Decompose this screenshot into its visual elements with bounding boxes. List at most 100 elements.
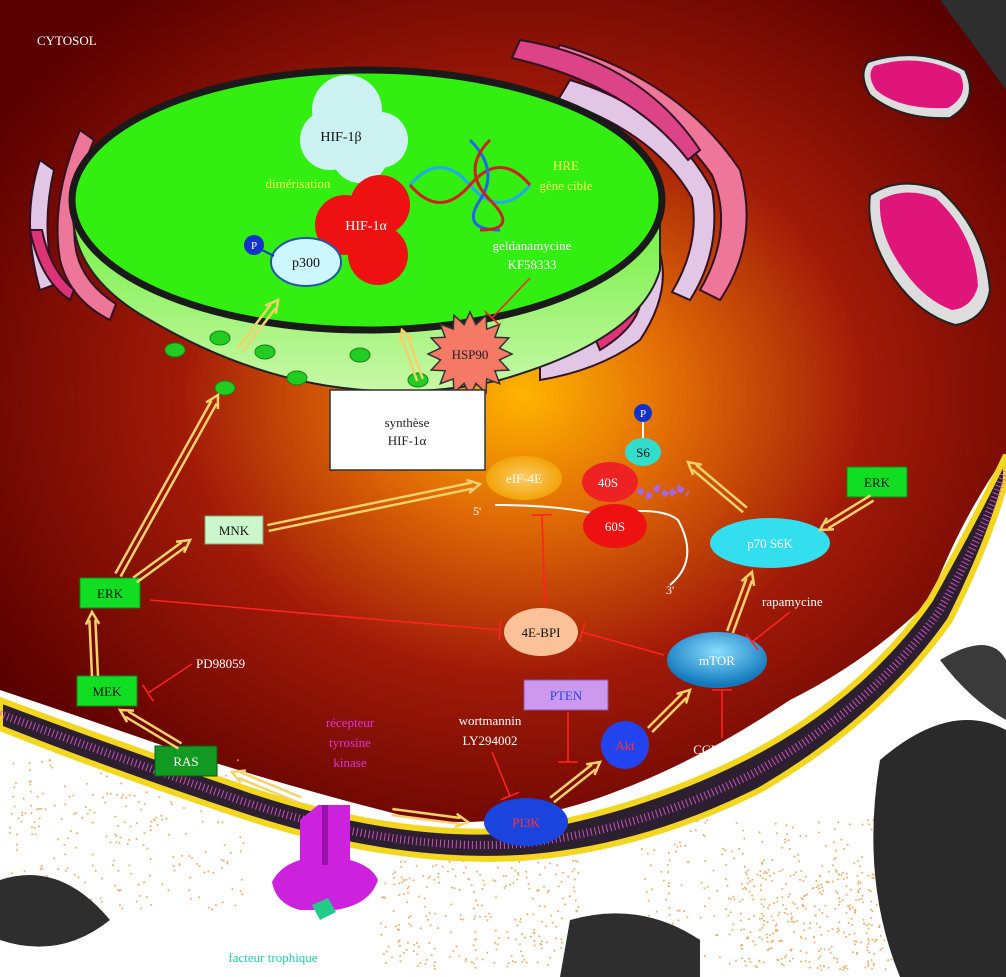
speckle-dot bbox=[796, 907, 799, 909]
mnk-label: MNK bbox=[219, 523, 250, 538]
speckle-dot bbox=[771, 859, 774, 861]
speckle-dot bbox=[117, 869, 120, 872]
speckle-dot bbox=[393, 883, 396, 886]
speckle-dot bbox=[400, 881, 403, 884]
speckle-dot bbox=[668, 859, 671, 862]
speckle-dot bbox=[775, 923, 778, 926]
speckle-dot bbox=[660, 870, 663, 873]
three-prime-label: 3' bbox=[666, 583, 674, 597]
p70s6k-label: p70 S6K bbox=[747, 536, 793, 551]
speckle-dot bbox=[798, 860, 801, 863]
speckle-dot bbox=[128, 864, 131, 867]
speckle-dot bbox=[644, 878, 647, 881]
speckle-dot bbox=[572, 859, 575, 862]
speckle-dot bbox=[540, 940, 543, 943]
synthesis-label-1: synthèse bbox=[385, 415, 430, 430]
speckle-dot bbox=[724, 849, 727, 852]
speckle-dot bbox=[403, 893, 405, 896]
speckle-dot bbox=[49, 764, 52, 767]
speckle-dot bbox=[785, 824, 788, 827]
speckle-dot bbox=[833, 828, 836, 831]
speckle-dot bbox=[399, 960, 402, 963]
speckle-dot bbox=[525, 870, 528, 873]
speckle-dot bbox=[787, 839, 790, 842]
speckle-dot bbox=[817, 821, 820, 824]
speckle-dot bbox=[415, 942, 418, 944]
speckle-dot bbox=[139, 907, 142, 910]
speckle-dot bbox=[540, 943, 543, 946]
speckle-dot bbox=[531, 897, 534, 900]
speckle-dot bbox=[853, 940, 856, 942]
speckle-dot bbox=[167, 833, 170, 836]
speckle-dot bbox=[464, 960, 467, 963]
hif1b-label: HIF-1β bbox=[320, 130, 361, 145]
speckle-dot bbox=[863, 923, 866, 925]
speckle-dot bbox=[150, 820, 153, 823]
speckle-dot bbox=[667, 852, 670, 854]
speckle-dot bbox=[790, 948, 793, 951]
speckle-dot bbox=[676, 845, 679, 848]
s6-phospho bbox=[634, 404, 652, 422]
speckle-dot bbox=[699, 916, 702, 919]
speckle-dot bbox=[851, 906, 854, 909]
speckle-dot bbox=[128, 838, 131, 841]
speckle-dot bbox=[803, 922, 806, 925]
speckle-dot bbox=[574, 859, 577, 862]
arrow-erk-right-to-p70-line-b bbox=[827, 499, 875, 530]
speckle-dot bbox=[791, 901, 794, 904]
arrow-receptor-to-pi3k-head bbox=[454, 812, 471, 829]
speckle-dot bbox=[770, 879, 773, 882]
speckle-dot bbox=[398, 923, 400, 926]
speckle-dot bbox=[804, 959, 807, 962]
speckle-dot bbox=[845, 893, 848, 896]
speckle-dot bbox=[860, 856, 863, 859]
speckle-dot bbox=[241, 893, 244, 895]
ribosome-60s-node bbox=[583, 504, 647, 548]
speckle-dot bbox=[148, 874, 151, 877]
speckle-dot bbox=[475, 938, 477, 940]
speckle-dot bbox=[496, 943, 499, 946]
speckle-dot bbox=[514, 918, 517, 921]
speckle-dot bbox=[754, 965, 757, 968]
speckle-dot bbox=[191, 856, 194, 859]
speckle-dot bbox=[730, 898, 733, 900]
speckle-dot bbox=[865, 924, 868, 927]
inhibit-bp1-to-eif4e bbox=[541, 514, 546, 606]
speckle-dot bbox=[819, 955, 822, 958]
speckle-dot bbox=[773, 872, 776, 875]
speckle-dot bbox=[825, 844, 828, 847]
speckle-dot bbox=[562, 871, 565, 874]
speckle-dot bbox=[843, 848, 846, 851]
speckle-dot bbox=[453, 887, 456, 890]
speckle-dot bbox=[870, 908, 872, 911]
speckle-dot bbox=[413, 943, 416, 946]
speckle-dot bbox=[511, 960, 514, 963]
speckle-dot bbox=[841, 899, 844, 902]
speckle-dot bbox=[105, 775, 108, 778]
speckle-dot bbox=[149, 858, 152, 861]
speckle-dot bbox=[788, 847, 791, 850]
dimerisation-label: dimérisation bbox=[266, 176, 331, 191]
speckle-dot bbox=[712, 869, 715, 872]
speckle-dot bbox=[741, 887, 744, 890]
speckle-dot bbox=[73, 812, 76, 815]
speckle-dot bbox=[53, 804, 56, 807]
speckle-dot bbox=[33, 820, 36, 823]
speckle-dot bbox=[842, 931, 845, 934]
speckle-dot bbox=[830, 945, 833, 948]
speckle-dot bbox=[474, 915, 476, 918]
speckle-dot bbox=[77, 876, 80, 879]
speckle-dot bbox=[770, 947, 773, 950]
speckle-dot bbox=[91, 821, 94, 824]
speckle-dot bbox=[573, 878, 576, 881]
speckle-dot bbox=[519, 918, 522, 920]
speckle-dot bbox=[51, 766, 54, 769]
arrow-erk-right-to-p70-line-a bbox=[824, 494, 872, 525]
speckle-dot bbox=[12, 795, 15, 798]
speckle-dot bbox=[793, 873, 796, 876]
speckle-dot bbox=[844, 935, 847, 938]
speckle-dot bbox=[120, 796, 123, 799]
speckle-dot bbox=[489, 915, 492, 918]
speckle-dot bbox=[9, 832, 11, 835]
